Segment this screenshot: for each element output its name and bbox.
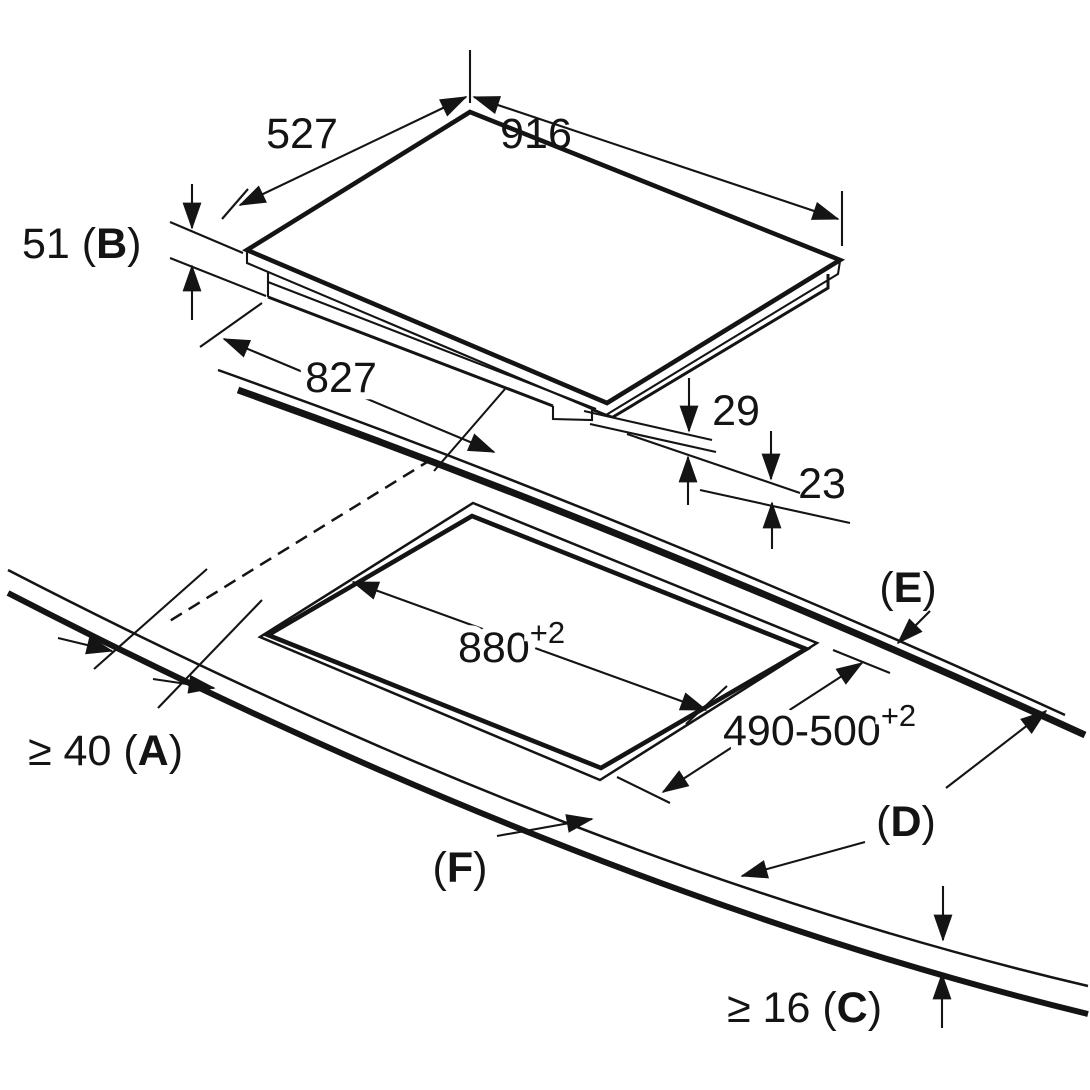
worktop — [6, 368, 1089, 1017]
dim-line-880 — [351, 581, 708, 711]
cutout-depth-dimension: 490-500+2 — [723, 698, 916, 755]
ref-e-suffix: ) — [922, 564, 936, 612]
dim-527-extension — [221, 188, 249, 220]
worktop-thickness-prefix: ≥ 16 ( — [727, 984, 837, 1032]
hob-height-letter: B — [96, 220, 127, 268]
ref-f-label: (F) — [433, 844, 488, 892]
hob-flange-line-3 — [626, 433, 801, 494]
ref-f-letter: F — [447, 844, 473, 892]
cutout-width-dimension: 880+2 — [458, 615, 565, 672]
ref-f-suffix: ) — [473, 844, 487, 892]
hob-width-dimension: 916 — [500, 110, 572, 158]
ref-f-prefix: ( — [433, 844, 448, 892]
cutout-width-value: 880 — [458, 624, 530, 672]
dim-51-extension-top — [169, 221, 244, 254]
dim-line-827 — [222, 338, 496, 453]
ref-e-prefix: ( — [879, 564, 894, 612]
ref-d-prefix: ( — [876, 798, 891, 846]
cutout-width-tolerance: +2 — [530, 615, 565, 650]
hob-height-suffix: ) — [127, 220, 141, 268]
dim-line-490-500 — [661, 662, 864, 793]
ref-e-label: (E) — [879, 564, 936, 612]
dim-40-leader-1 — [57, 635, 114, 655]
hob-body-bottom-right-edge — [612, 274, 830, 419]
rear-clearance-suffix: ) — [169, 727, 183, 775]
hob-foot — [551, 406, 614, 422]
cutout-depth-tolerance: +2 — [881, 698, 916, 733]
worktop-thickness-dimension: ≥ 16 (C) — [727, 984, 882, 1032]
recess-height-dimension: 23 — [798, 460, 846, 508]
dim-line-527 — [238, 96, 468, 206]
worktop-thickness-suffix: ) — [868, 984, 882, 1032]
worktop-thickness-letter: C — [837, 984, 868, 1032]
hob-depth-dimension: 527 — [266, 110, 338, 158]
dim-490-extension-top — [832, 649, 891, 674]
worktop-back-edge — [236, 386, 1087, 739]
ref-e-letter: E — [894, 564, 923, 612]
dim-51-extension-bottom — [169, 257, 267, 297]
hob-height-prefix: 51 ( — [22, 220, 97, 268]
dim-line-916 — [472, 96, 840, 220]
ref-d-letter: D — [890, 798, 921, 846]
hob-glass-edge-right — [605, 260, 842, 416]
dim-40-extension-1 — [93, 568, 208, 670]
ref-d-leader-front — [740, 840, 866, 879]
ref-e-leader — [896, 610, 931, 645]
cutout-depth-value: 490-500 — [723, 707, 881, 755]
alignment-dashed-line — [167, 457, 433, 624]
base-step-height-dimension: 29 — [712, 387, 760, 435]
dim-827-extension-right — [433, 388, 506, 472]
dim-827-extension-left — [199, 302, 263, 348]
hob-flange-line-2 — [589, 422, 717, 454]
dim-40-extension-2 — [157, 599, 263, 709]
hob — [242, 109, 851, 525]
hob-glass-edge-left — [245, 251, 605, 415]
ref-d-leader-back — [945, 710, 1048, 789]
ref-d-label: (D) — [876, 798, 936, 846]
hob-flange-line-1 — [583, 409, 713, 442]
hob-height-dimension: 51 (B) — [22, 220, 142, 268]
rear-clearance-letter: A — [138, 727, 169, 775]
dim-40-leader-2 — [152, 674, 216, 694]
ref-d-suffix: ) — [922, 798, 936, 846]
rear-clearance-prefix: ≥ 40 ( — [28, 727, 138, 775]
rear-clearance-dimension: ≥ 40 (A) — [28, 727, 183, 775]
dim-490-extension-bottom — [616, 776, 671, 804]
hob-base-width-dimension: 827 — [305, 354, 377, 402]
dimension-labels: 527 916 51 (B) 827 29 23 880+2 490-500+2… — [22, 110, 937, 1032]
ref-f-leader — [496, 814, 594, 838]
dimension-lines — [57, 50, 1048, 1028]
